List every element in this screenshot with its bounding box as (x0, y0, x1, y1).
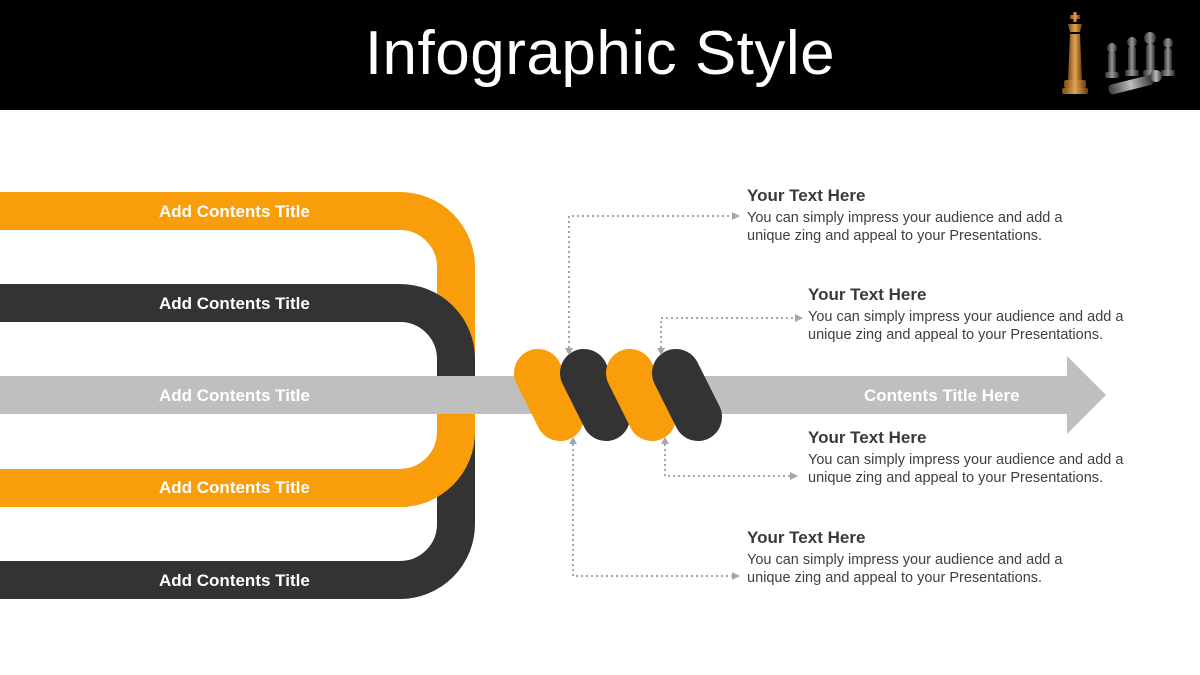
connector-1 (568, 215, 732, 348)
infographic-diagram: Add Contents Title Add Contents Title Ad… (0, 192, 1106, 599)
connector-3-arrow (790, 472, 798, 480)
knot-strand-2 (560, 349, 630, 441)
callout-4-title: Your Text Here (747, 528, 866, 547)
band-5-label: Add Contents Title (159, 571, 310, 590)
header-bar: Infographic Style (0, 0, 1200, 110)
page-title: Infographic Style (364, 19, 836, 88)
connector-1-start-arrow (565, 348, 573, 355)
connector-4-start-arrow (569, 437, 577, 444)
band-4-overlay (0, 400, 475, 507)
band-1-shape (0, 192, 475, 507)
knot-strand-1 (514, 349, 584, 441)
connector-2-arrow (795, 314, 803, 322)
callout-3: Your Text Here You can simply impress yo… (808, 428, 1168, 487)
arrow-head (1067, 356, 1106, 434)
band-3-label: Add Contents Title (159, 386, 310, 405)
band-1-label: Add Contents Title (159, 202, 310, 221)
band-4-label: Add Contents Title (159, 478, 310, 497)
connector-4 (572, 444, 732, 577)
band-2-label: Add Contents Title (159, 294, 310, 313)
callout-1-body: You can simply impress your audience and… (747, 210, 1063, 244)
connector-2-start-arrow (657, 348, 665, 355)
arrow-label: Contents Title Here (864, 386, 1020, 405)
band-2-shape (0, 284, 475, 599)
connector-2 (660, 317, 795, 348)
callout-3-body: You can simply impress your audience and… (808, 452, 1124, 486)
callout-2-body: You can simply impress your audience and… (808, 309, 1124, 343)
callout-4-body: You can simply impress your audience and… (747, 552, 1063, 586)
callout-1: Your Text Here You can simply impress yo… (747, 186, 1107, 245)
callout-1-title: Your Text Here (747, 186, 866, 205)
knot-strand-3 (606, 349, 676, 441)
connector-3 (664, 444, 790, 477)
callout-4: Your Text Here You can simply impress yo… (747, 528, 1107, 587)
connector-1-arrow (732, 212, 740, 220)
callout-2-title: Your Text Here (808, 285, 927, 304)
connector-4-arrow (732, 572, 740, 580)
knot-strand-4 (652, 349, 722, 441)
knot-twist (514, 349, 722, 441)
chess-pieces-icon (1062, 12, 1175, 95)
connector-3-start-arrow (661, 437, 669, 444)
callout-2: Your Text Here You can simply impress yo… (808, 285, 1168, 344)
callout-3-title: Your Text Here (808, 428, 927, 447)
